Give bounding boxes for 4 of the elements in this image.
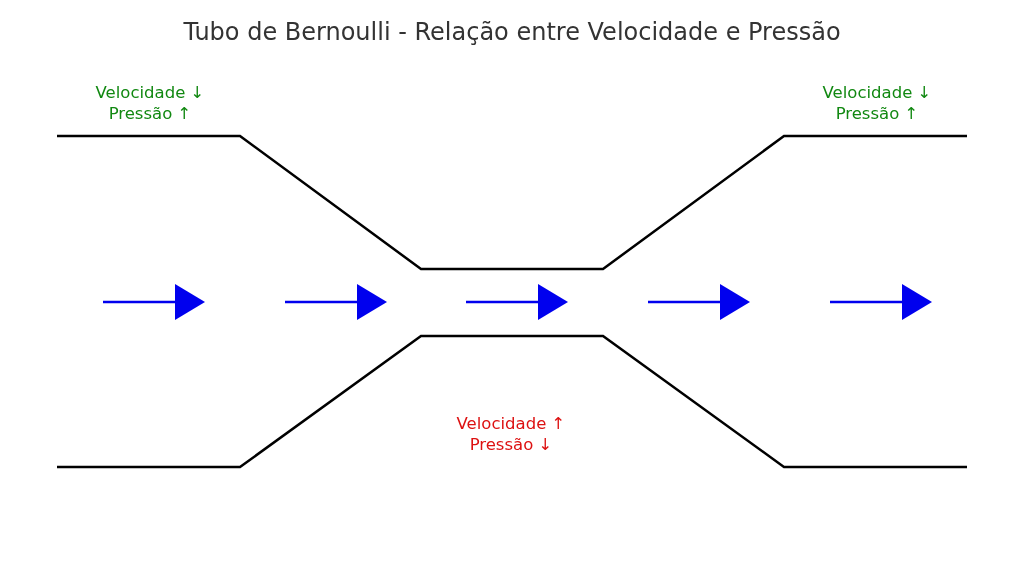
flow-note: Velocidade ↑ Pressão ↓ bbox=[455, 413, 567, 455]
flow-note: Velocidade ↓ Pressão ↑ bbox=[821, 82, 933, 124]
diagram-title: Tubo de Bernoulli - Relação entre Velocidade e Pressão bbox=[182, 18, 842, 46]
flow-note: Velocidade ↓ Pressão ↑ bbox=[94, 82, 206, 124]
